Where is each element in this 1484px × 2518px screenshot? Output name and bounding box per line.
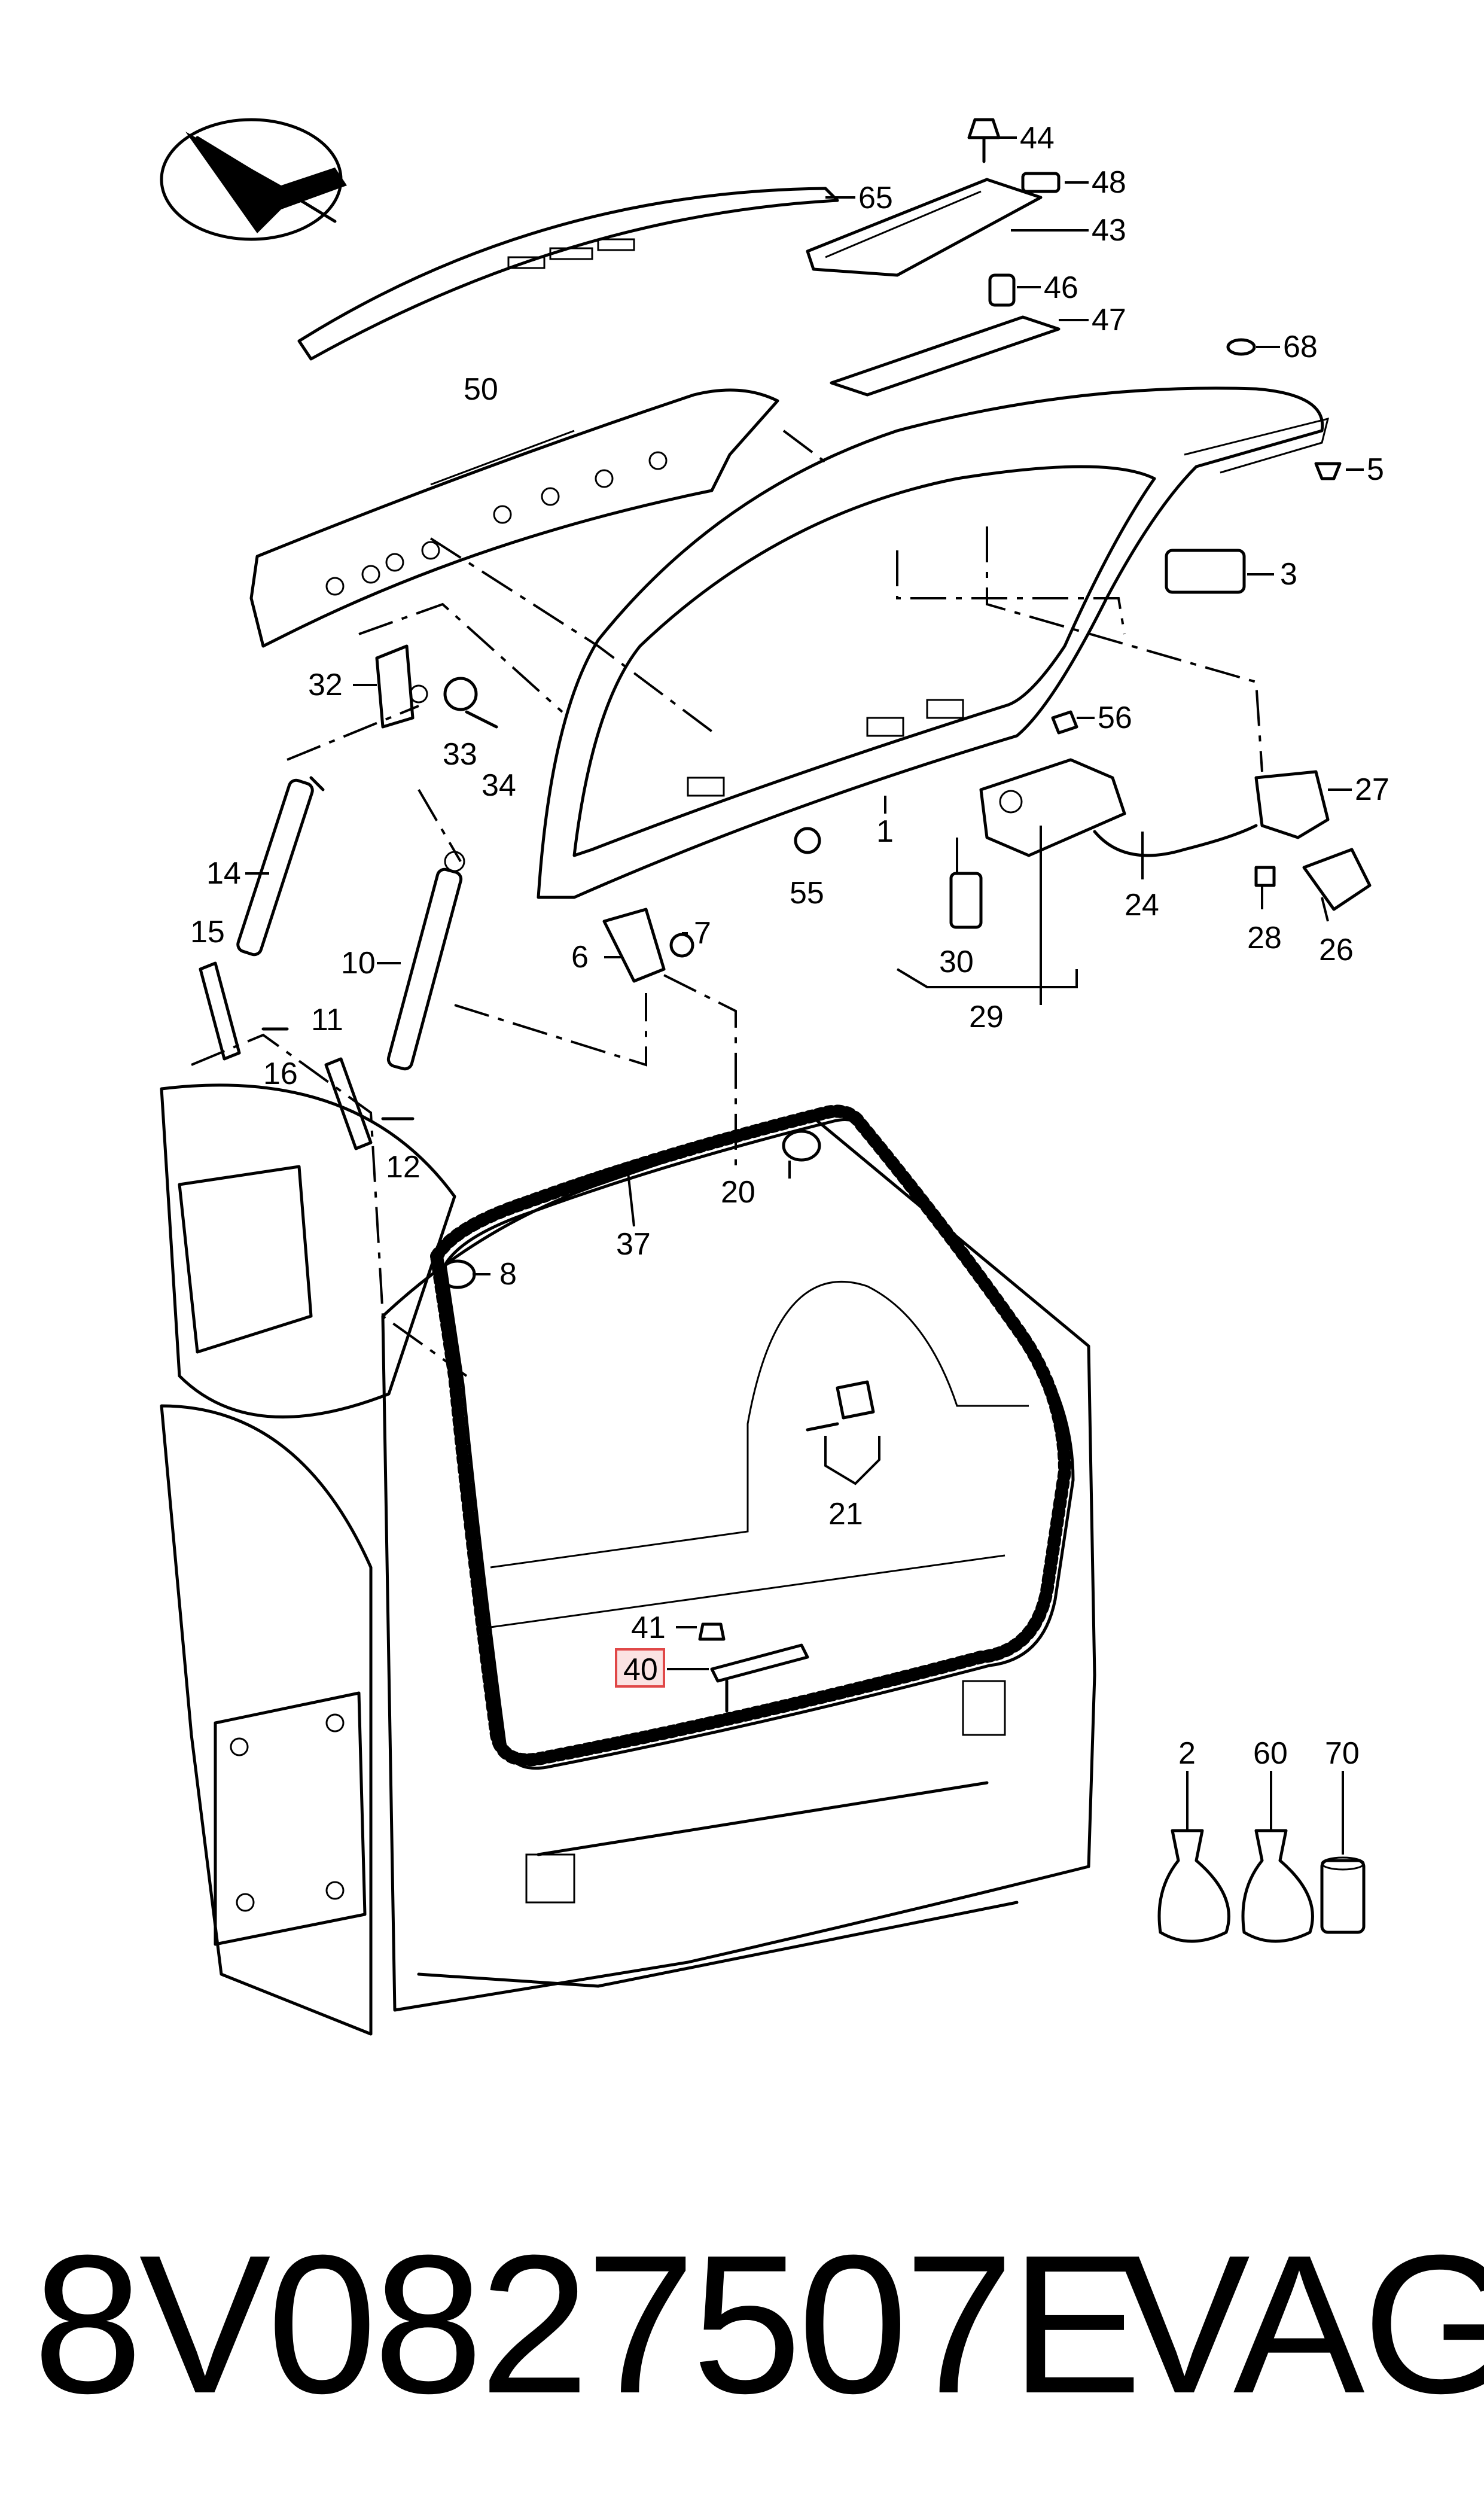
callout-68: 68	[1283, 330, 1318, 364]
callout-leaders	[245, 136, 1364, 1855]
orientation-arrow-icon	[160, 118, 347, 241]
part-60-grease-pouch	[1241, 1829, 1314, 1943]
part-68-grommet	[1226, 338, 1256, 356]
part-28-nut	[1254, 866, 1276, 887]
part-10-gas-strut	[386, 851, 465, 1071]
callout-15: 15	[190, 915, 225, 949]
part-11-bracket	[324, 1057, 373, 1150]
callout-65: 65	[858, 181, 893, 215]
part-7-bolt	[669, 933, 694, 958]
part-56-bolt	[1051, 710, 1078, 735]
part-47-seal-strip	[830, 315, 1061, 397]
callout-34: 34	[482, 768, 516, 803]
exploded-parts-diagram: 44 48 65 43 46 47 68 50 5 3 32 56 33 27 …	[160, 118, 1389, 2036]
part-33-bushing	[443, 677, 478, 711]
callout-8: 8	[499, 1257, 517, 1292]
vehicle-rear-body	[160, 1083, 1096, 2036]
part-27-lock	[1254, 770, 1330, 839]
callout-3: 3	[1280, 557, 1297, 592]
part-29-lock-actuator	[979, 758, 1126, 857]
callout-32: 32	[308, 668, 343, 702]
part-44-screw	[967, 118, 1001, 163]
part-26-striker-cover	[1302, 848, 1372, 911]
callout-41: 41	[631, 1610, 666, 1645]
part-14-gas-strut	[236, 776, 325, 957]
callout-60: 60	[1253, 1736, 1288, 1771]
callout-48: 48	[1092, 165, 1126, 200]
part-number-caption: 8V0827507E	[33, 2213, 1142, 2434]
part-5-clip	[1314, 462, 1342, 480]
boot-interior	[490, 1280, 1029, 1628]
callout-56: 56	[1098, 701, 1132, 735]
part-37-tailgate-seal	[429, 1104, 1075, 1770]
part-30-microswitch	[949, 872, 983, 929]
highlight-box-40	[615, 1648, 665, 1688]
callout-70: 70	[1325, 1736, 1360, 1771]
part-41-nut	[698, 1622, 726, 1641]
callout-1: 1	[876, 814, 894, 849]
callout-20: 20	[721, 1175, 755, 1210]
part-65-spoiler-trim	[297, 187, 839, 361]
callout-11: 11	[311, 1003, 343, 1037]
callout-2: 2	[1178, 1736, 1196, 1771]
part-34-bolt	[465, 710, 498, 729]
part-70-container	[1320, 1856, 1366, 1934]
part-46-grommet	[988, 273, 1016, 307]
part-48-clip	[1021, 172, 1061, 193]
callout-7: 7	[694, 916, 711, 951]
callout-33: 33	[443, 737, 477, 772]
part-2-grease-pouch	[1157, 1829, 1230, 1943]
part-32-hinge	[375, 644, 428, 729]
callout-labels: 44 48 65 43 46 47 68 50 5 3 32 56 33 27 …	[190, 121, 1389, 1771]
assembly-guide-lines	[191, 430, 1263, 1377]
part-3-handle-switch	[1165, 549, 1246, 594]
part-6-hinge	[602, 908, 666, 983]
callout-28: 28	[1247, 921, 1282, 955]
callout-29: 29	[969, 1000, 1004, 1034]
part-55-nut	[794, 827, 821, 854]
callout-6: 6	[571, 940, 589, 975]
callout-46: 46	[1044, 270, 1078, 305]
callout-40: 40	[623, 1652, 658, 1687]
callout-47: 47	[1092, 303, 1126, 337]
callout-16: 16	[263, 1056, 298, 1091]
callout-14: 14	[206, 856, 241, 891]
part-40-striker	[710, 1643, 809, 1683]
part-24-bowden-cable	[1093, 824, 1258, 857]
callout-5: 5	[1367, 452, 1384, 487]
callout-30: 30	[939, 945, 974, 979]
callout-21: 21	[828, 1497, 863, 1531]
callout-26: 26	[1319, 933, 1354, 967]
part-43-cover-plate	[806, 178, 1043, 277]
callout-27: 27	[1355, 772, 1389, 807]
brand-caption: VAG	[1119, 2213, 1484, 2434]
callout-24: 24	[1125, 888, 1159, 922]
part-15-bracket	[199, 961, 241, 1061]
part-1-tailgate-frame	[537, 386, 1330, 899]
callout-50: 50	[464, 372, 498, 407]
callout-10: 10	[341, 946, 376, 981]
callout-44: 44	[1020, 121, 1055, 156]
callout-55: 55	[790, 876, 824, 911]
part-21-bracket	[806, 1380, 875, 1432]
callout-37: 37	[616, 1227, 651, 1262]
part-20-plug	[782, 1129, 821, 1162]
part-50-tailgate-inner-trim	[249, 388, 779, 648]
callout-12: 12	[386, 1150, 420, 1185]
callout-43: 43	[1092, 213, 1126, 248]
